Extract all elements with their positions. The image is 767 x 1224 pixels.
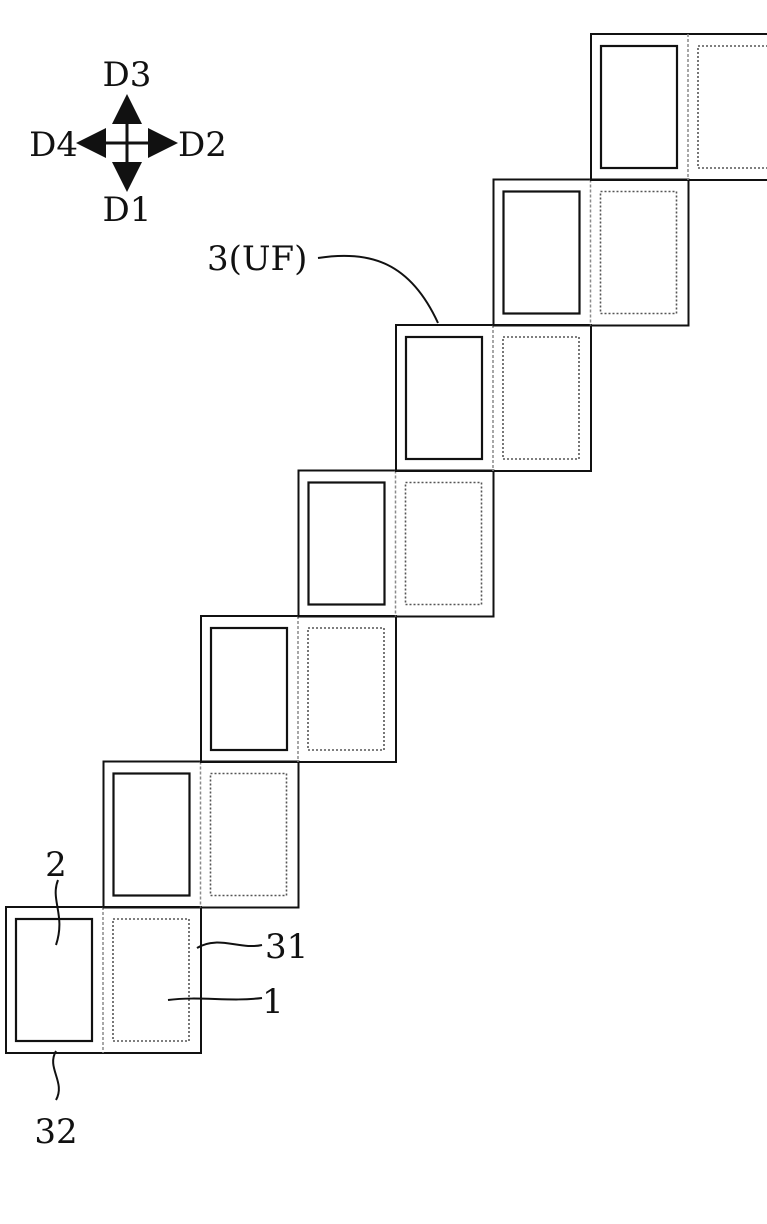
first-region — [308, 628, 384, 750]
first-region — [698, 46, 767, 168]
leader-lines — [53, 256, 438, 1100]
leader-first-region — [168, 998, 262, 1000]
second-region — [406, 337, 482, 459]
direction-label-up: D3 — [103, 55, 152, 95]
label-first-boundary: 31 — [265, 927, 308, 967]
first-region — [406, 483, 482, 605]
first-region — [211, 774, 287, 896]
leader-second-region — [56, 880, 60, 945]
second-region — [16, 919, 92, 1041]
second-region — [504, 192, 580, 314]
direction-compass: D3 D2 D1 D4 — [29, 55, 227, 230]
first-region — [503, 337, 579, 459]
label-unit-filter: 3(UF) — [207, 239, 307, 279]
first-region — [601, 192, 677, 314]
unit-filter-staircase — [6, 34, 767, 1053]
label-first-region: 1 — [262, 982, 284, 1022]
leader-first-boundary — [197, 943, 262, 948]
second-region — [309, 483, 385, 605]
second-region — [114, 774, 190, 896]
second-region — [601, 46, 677, 168]
leader-second-boundary — [53, 1051, 59, 1100]
direction-label-right: D2 — [178, 125, 227, 165]
leader-unit-filter — [318, 256, 438, 323]
label-second-region: 2 — [45, 845, 67, 885]
direction-label-left: D4 — [29, 125, 78, 165]
label-second-boundary: 32 — [34, 1112, 77, 1152]
direction-label-down: D1 — [103, 190, 152, 230]
second-region — [211, 628, 287, 750]
unit-filter-boundary — [591, 34, 767, 180]
first-region — [113, 919, 189, 1041]
